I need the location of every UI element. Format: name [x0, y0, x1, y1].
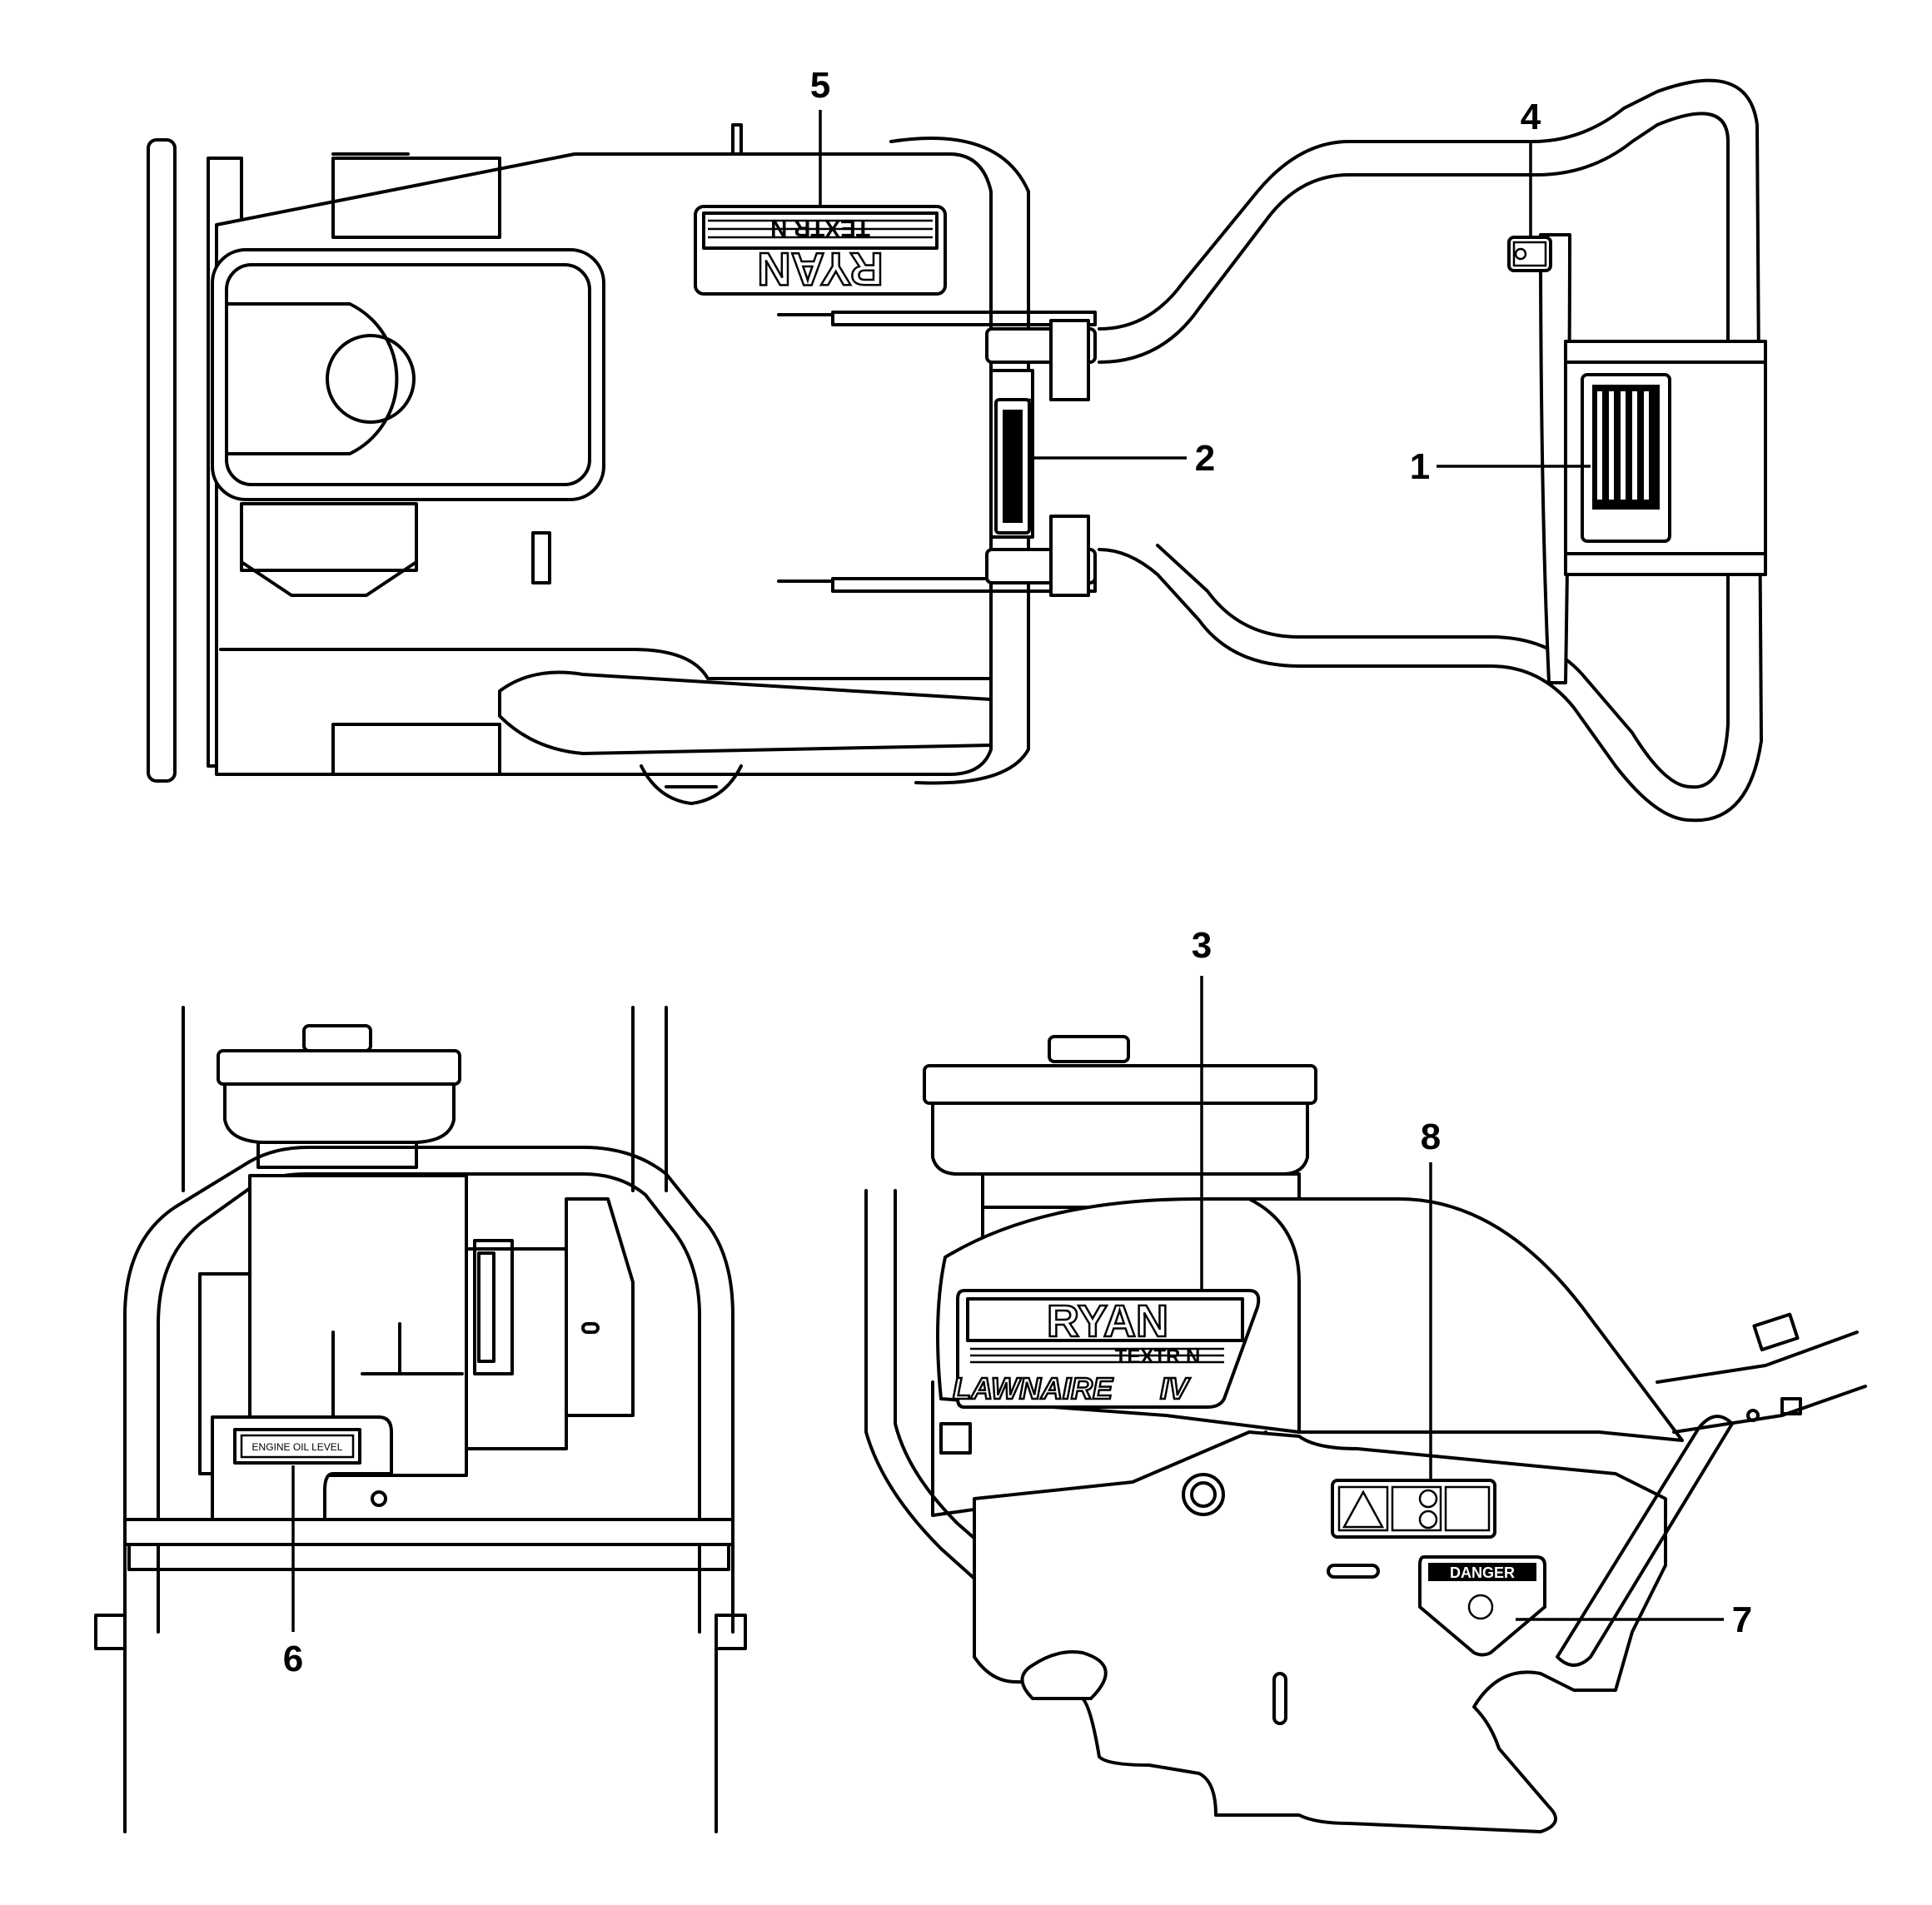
callouts: 1 2 3 4 5 6 7 8 [283, 65, 1752, 1679]
callout-2: 2 [1195, 438, 1215, 479]
decal-3-brand-side: RYAN TEXTR N LAWNAIRE IV [952, 1289, 1261, 1409]
decal-5-brand-top: TEXTR N RYAN [694, 205, 947, 296]
decal-3-brand-text: RYAN [1047, 1296, 1168, 1346]
callout-3: 3 [1192, 925, 1212, 966]
callout-4: 4 [1521, 97, 1541, 137]
callout-5: 5 [810, 65, 830, 106]
decal-1-fine-print [1597, 391, 1649, 500]
side-view: RYAN TEXTR N LAWNAIRE IV [864, 1035, 1867, 1833]
decal-3-model-suffix: IV [1160, 1371, 1191, 1405]
decal-5-maker-text: TEXTR N [770, 216, 870, 241]
decal-6-engine-oil-label: ENGINE OIL LEVEL [211, 1415, 393, 1525]
callout-1: 1 [1410, 446, 1430, 487]
front-view: ENGINE OIL LEVEL [94, 1006, 747, 1833]
decal-5-brand-text: RYAN [757, 243, 883, 296]
decal-8-warning-pictograms [1331, 1479, 1496, 1539]
decal-6-text: ENGINE OIL LEVEL [252, 1441, 343, 1453]
decal-7-text: DANGER [1450, 1564, 1515, 1581]
top-view: TEXTR N RYAN [147, 78, 1767, 823]
callout-7: 7 [1732, 1599, 1752, 1640]
callout-8: 8 [1421, 1117, 1441, 1157]
decal-3-model-text: LAWNAIRE [953, 1371, 1113, 1405]
decal-7-danger-label: DANGER [1418, 1555, 1546, 1657]
callout-6: 6 [283, 1639, 303, 1679]
decal-3-maker-text: TEXTR N [1115, 1345, 1201, 1368]
